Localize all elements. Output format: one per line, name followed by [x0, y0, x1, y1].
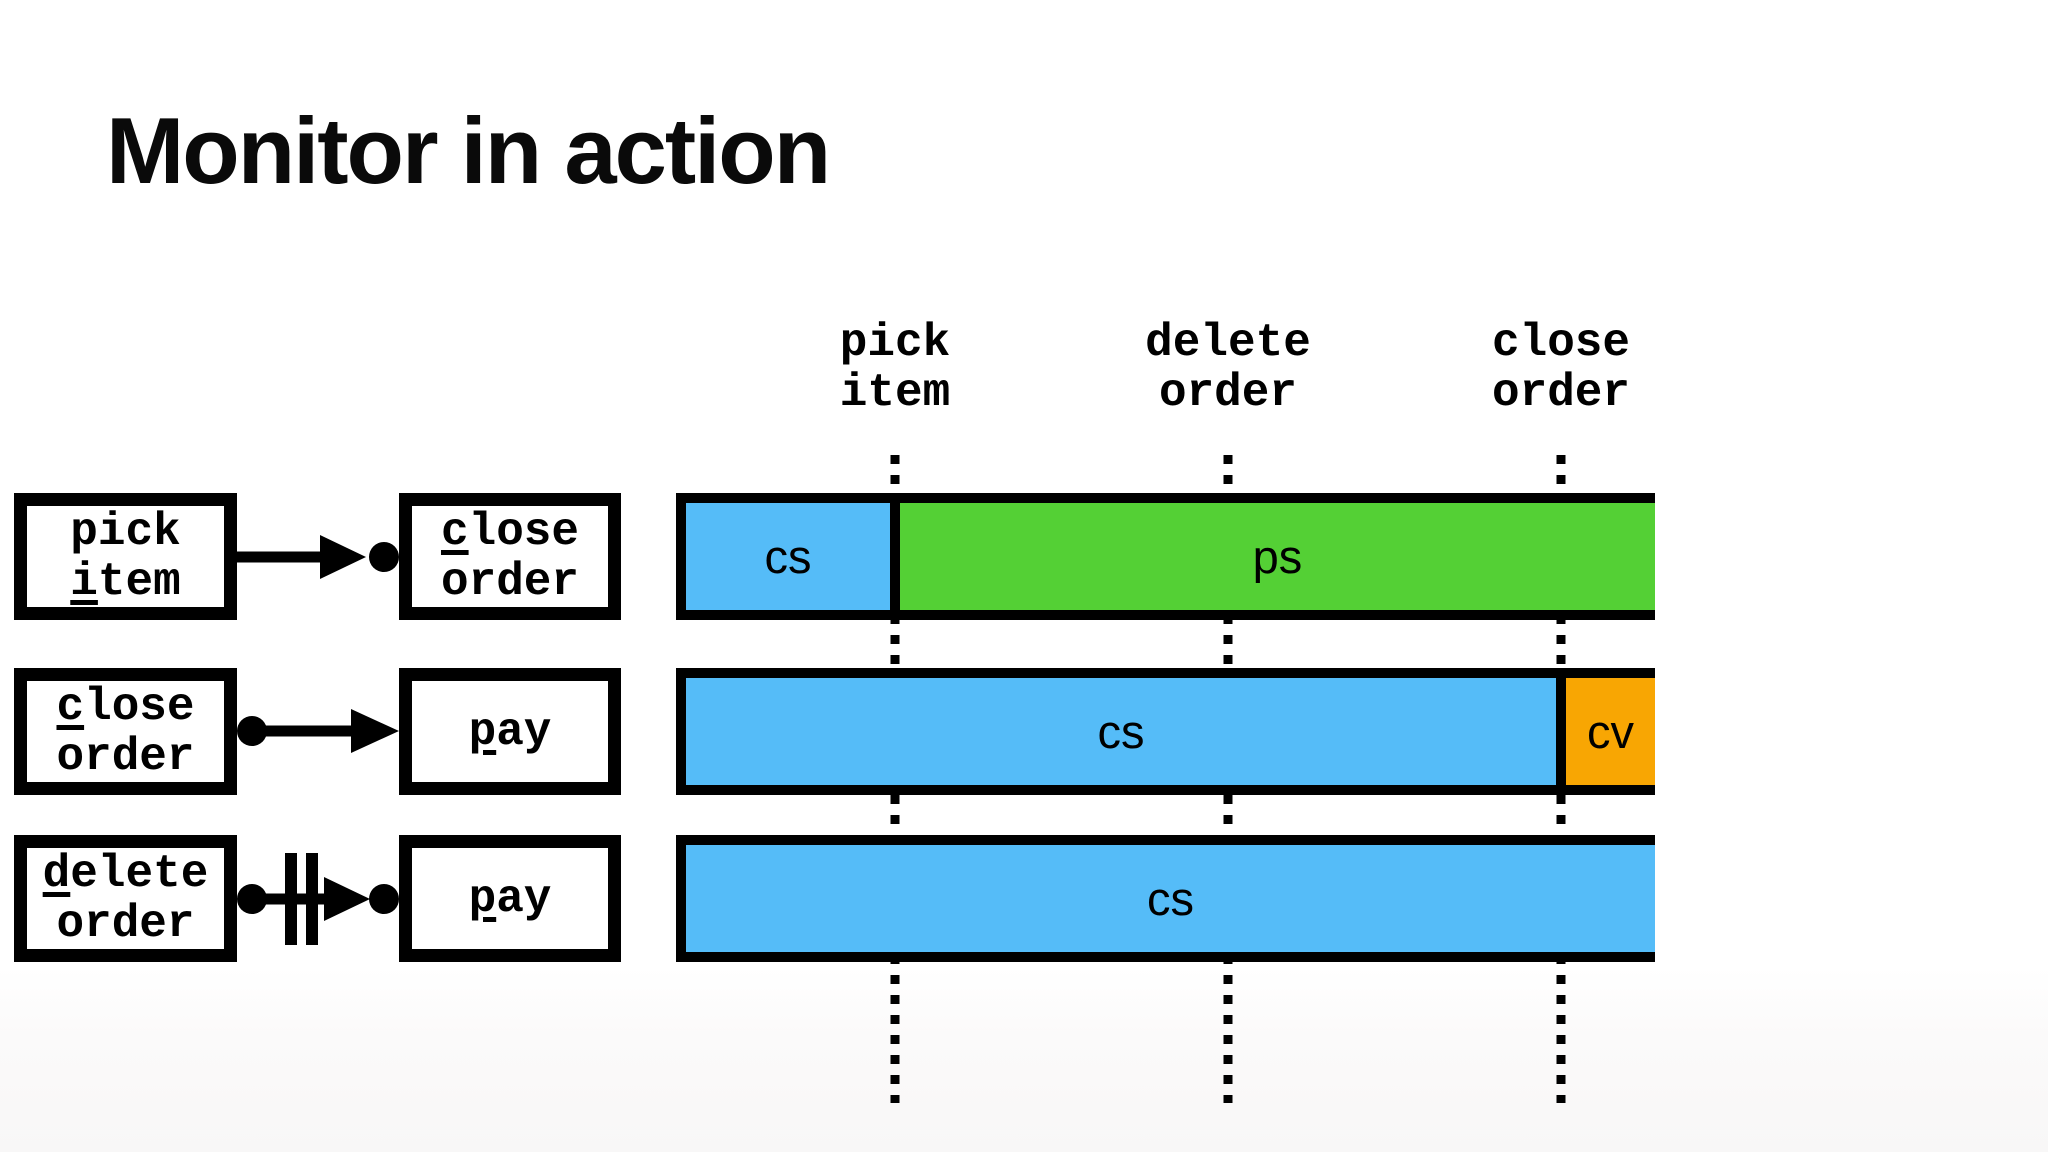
event-label-close-order: close order — [1492, 318, 1630, 418]
event-label-line: item — [839, 367, 951, 419]
segment-cv: cv — [1566, 678, 1655, 785]
arrowhead-icon — [320, 535, 366, 579]
connector-rule3-inhibits — [237, 853, 399, 945]
rule-box-label-line: order — [440, 555, 580, 608]
segment-cs: cs — [686, 845, 1655, 952]
timeline-track-3: cs — [676, 835, 1655, 962]
event-label-line: order — [1491, 367, 1631, 419]
rule3-target-box-pay: pay — [399, 835, 621, 962]
event-label-line: pick — [839, 317, 951, 369]
event-dot-icon — [369, 884, 399, 914]
event-label-line: order — [1158, 367, 1298, 419]
slide-title: Monitor in action — [106, 98, 831, 203]
timeline-track-1: cs ps — [676, 493, 1655, 620]
segment-ps: ps — [900, 503, 1655, 610]
rule-box-label-line: close — [56, 680, 195, 733]
arrowhead-icon — [351, 709, 399, 753]
rule-box-label-line: order — [56, 730, 195, 783]
event-label-delete-order: delete order — [1145, 318, 1311, 418]
rule-box-label-line: pay — [468, 705, 552, 758]
rule-box-label-line: pay — [468, 872, 552, 925]
rule3-source-box-delete-order: delete order — [14, 835, 237, 962]
segment-label: cs — [1147, 872, 1194, 925]
event-dot-icon — [369, 542, 399, 572]
arrowhead-icon — [324, 877, 370, 921]
rule-box-label-line: close — [440, 505, 580, 558]
connector-rule1-enables — [237, 535, 399, 579]
inhibitor-bar-icon — [285, 853, 297, 945]
segment-label: cs — [764, 530, 812, 583]
event-label-pick-item: pick item — [840, 318, 950, 418]
rule1-target-box-close-order: close order — [399, 493, 621, 620]
event-label-line: delete — [1145, 317, 1311, 369]
rule-box-label-line: pick — [70, 505, 181, 558]
segment-cs: cs — [686, 503, 890, 610]
inhibitor-bar-icon — [306, 853, 318, 945]
segment-label: ps — [1252, 530, 1303, 583]
connector-rule2-enables — [237, 709, 399, 753]
segment-label: cs — [1097, 705, 1145, 758]
event-dot-icon — [237, 884, 267, 914]
segment-label: cv — [1587, 705, 1634, 758]
rule-box-label-line: item — [70, 555, 181, 608]
rule2-source-box-close-order: close order — [14, 668, 237, 795]
rule2-target-box-pay: pay — [399, 668, 621, 795]
rule1-source-box-pick-item: pick item — [14, 493, 237, 620]
timeline-track-2: cs cv — [676, 668, 1655, 795]
rule-box-label-line: order — [56, 897, 195, 950]
rule-box-label-line: delete — [42, 847, 209, 900]
event-dot-icon — [237, 716, 267, 746]
event-label-line: close — [1491, 317, 1631, 369]
segment-cs: cs — [686, 678, 1556, 785]
